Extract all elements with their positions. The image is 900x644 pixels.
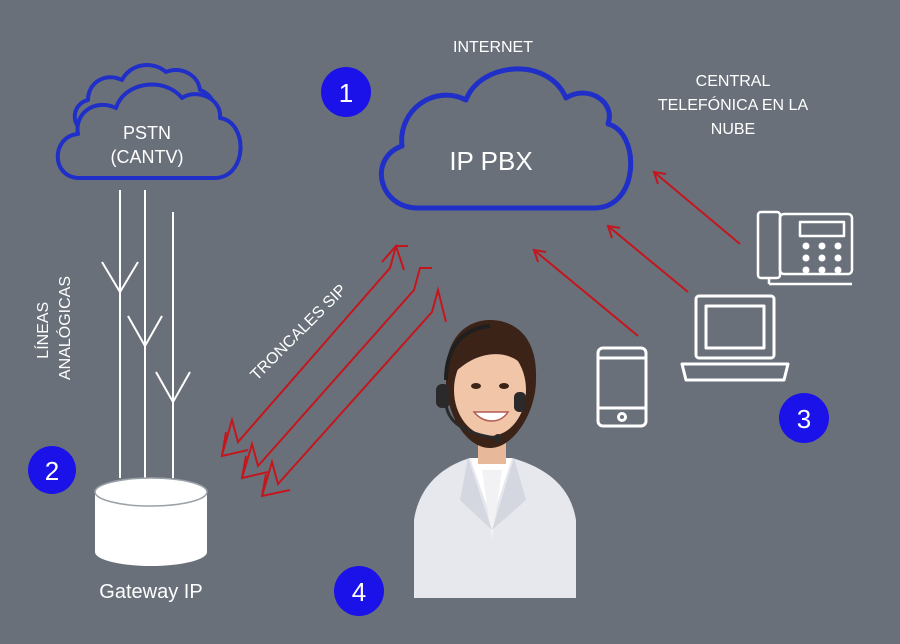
smartphone-icon (596, 346, 648, 428)
central-label-line2: TELEFÓNICA EN LA (658, 95, 809, 114)
badge-3 (779, 393, 829, 443)
badge-1-label: 1 (339, 78, 353, 108)
troncales-label: TRONCALES SIP (248, 282, 351, 385)
lineas-label-line2: ANALÓGICAS (55, 276, 74, 380)
pstn-cloud-icon (55, 63, 243, 180)
lineas-label: LÍNEAS ANALÓGICAS (33, 276, 74, 380)
badge-4 (334, 566, 384, 616)
desk-phone-icon (756, 210, 854, 286)
badge-4-label: 4 (352, 577, 366, 607)
central-label-line3: NUBE (711, 121, 755, 138)
badge-3-label: 3 (797, 404, 811, 434)
ip-pbx-cloud-icon (378, 66, 634, 211)
badge-1 (321, 67, 371, 117)
gateway-label: Gateway IP (99, 581, 202, 603)
gateway-cylinder-icon (94, 477, 208, 566)
pstn-label-line2: (CANTV) (111, 147, 184, 167)
ip-pbx-label: IP PBX (449, 146, 532, 176)
lineas-label-line1: LÍNEAS (33, 302, 52, 359)
internet-label: INTERNET (453, 39, 533, 56)
call-center-agent-photo (414, 320, 576, 598)
pstn-label-line1: PSTN (123, 123, 171, 143)
analog-lines (101, 190, 191, 478)
sip-trunk-lines (220, 244, 447, 498)
badge-2-label: 2 (45, 456, 59, 486)
badge-2 (28, 446, 76, 494)
central-label-line1: CENTRAL (696, 73, 771, 90)
device-arrows (532, 170, 741, 337)
laptop-icon (680, 294, 790, 382)
